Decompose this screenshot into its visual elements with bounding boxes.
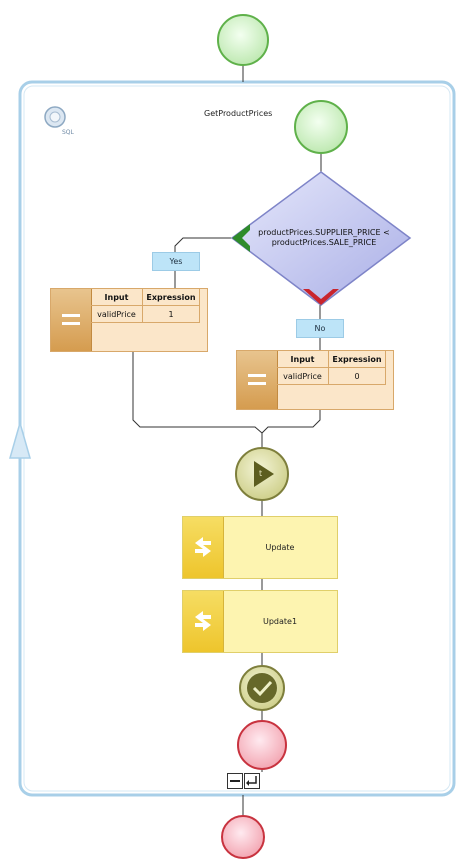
assign-no-activity[interactable]: Input Expression validPrice 0 [236, 350, 394, 410]
swap-arrows-icon [195, 537, 211, 557]
activity-side [183, 517, 224, 578]
equals-icon [62, 314, 80, 325]
equals-icon [248, 374, 266, 385]
assign-cell-input[interactable]: validPrice [277, 367, 329, 385]
yes-branch-label[interactable]: Yes [152, 252, 200, 271]
assign-cell-expression[interactable]: 0 [328, 367, 386, 385]
loop-back-icon [9, 420, 31, 459]
loop-container [18, 80, 456, 797]
start-event-icon[interactable] [217, 14, 269, 66]
decision-condition: productPrices.SUPPLIER_PRICE < productPr… [234, 228, 414, 248]
loop-toggle-button[interactable] [244, 773, 260, 789]
update-label: Update [265, 543, 295, 552]
assign-header-expression: Expression [328, 351, 386, 368]
svg-text:t: t [259, 469, 262, 478]
assign-header-input: Input [91, 289, 143, 306]
loop-end-event-icon[interactable] [237, 720, 287, 770]
swap-arrows-icon [195, 611, 211, 631]
activity-side [183, 591, 224, 652]
sql-label: SQL [62, 129, 74, 136]
assign-cell-expression[interactable]: 1 [142, 305, 200, 323]
no-branch-label[interactable]: No [296, 319, 344, 338]
decision-yes-marker [232, 224, 250, 252]
assign-no-table: Input Expression validPrice 0 [277, 351, 386, 385]
end-event-icon[interactable] [221, 815, 265, 859]
assign-header-expression: Expression [142, 289, 200, 306]
decision-condition-line1: productPrices.SUPPLIER_PRICE < [258, 228, 390, 237]
update1-label: Update1 [262, 617, 298, 626]
assign-side [237, 351, 278, 409]
minus-icon [230, 780, 240, 782]
loop-start-event-icon[interactable] [294, 100, 348, 154]
loop-title: GetProductPrices [204, 109, 273, 118]
decision-no-marker [303, 289, 339, 305]
decision-condition-line2: productPrices.SALE_PRICE [271, 238, 377, 247]
assign-yes-activity[interactable]: Input Expression validPrice 1 [50, 288, 208, 352]
update1-activity[interactable]: Update1 [182, 590, 338, 653]
assign-yes-table: Input Expression validPrice 1 [91, 289, 200, 323]
collapse-button[interactable] [227, 773, 243, 789]
assign-header-input: Input [277, 351, 329, 368]
sql-icon [44, 106, 66, 128]
return-arrow-icon [246, 776, 257, 786]
update-activity[interactable]: Update [182, 516, 338, 579]
assign-cell-input[interactable]: validPrice [91, 305, 143, 323]
assign-side [51, 289, 92, 351]
